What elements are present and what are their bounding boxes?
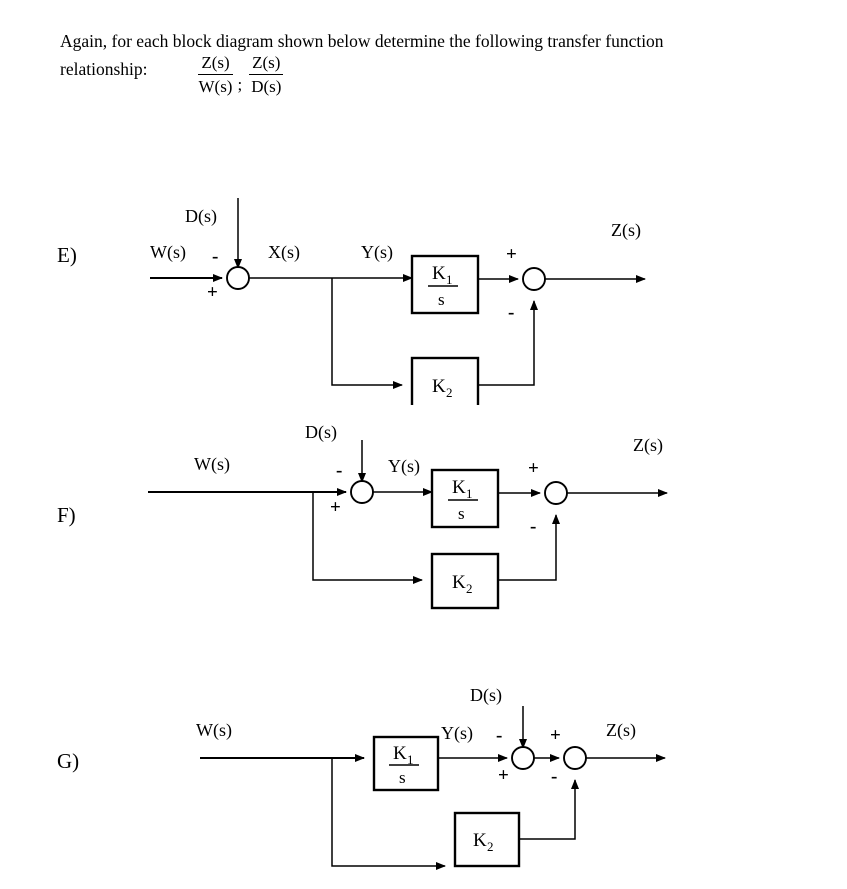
signal-label-z-g: Z(s) <box>606 720 636 741</box>
block-k1-over-s-f <box>430 468 500 529</box>
signal-label-w-e: W(s) <box>150 242 186 263</box>
block-k1-subscript-g: 1 <box>407 752 414 767</box>
case-label-g: G) <box>57 749 79 773</box>
junction-1-sign-bottom-f: + <box>330 497 341 518</box>
block-k1-over-s-g <box>372 735 440 792</box>
summing-junction-1-g <box>511 746 535 770</box>
ratio-z-over-d: Z(s) D(s) <box>248 52 284 97</box>
summing-junction-2-g <box>563 746 587 770</box>
junction-1-sign-top-e: - <box>212 246 218 267</box>
branch-wire-to-k2-e <box>331 278 403 389</box>
block-k2-subscript-f: 2 <box>466 581 473 596</box>
signal-label-d-g: D(s) <box>470 685 502 706</box>
block-k2-f <box>430 552 500 610</box>
branch-wire-to-k2-f <box>312 492 423 584</box>
junction-1-sign-bottom-e: + <box>207 282 218 303</box>
signal-label-x-e: X(s) <box>268 242 300 263</box>
signal-label-z-e: Z(s) <box>611 220 641 241</box>
feedback-wire-k2-g <box>519 779 579 840</box>
block-diagram-f: F) W(s) D(s) - + Y(s) K 1 s K <box>0 418 847 623</box>
junction-1-sign-bottom-g: + <box>498 765 509 786</box>
signal-label-d-e: D(s) <box>185 206 217 227</box>
branch-wire-to-k2-g <box>331 758 446 870</box>
signal-label-y-e: Y(s) <box>361 242 393 263</box>
junction-2-sign-top-f: + <box>528 458 539 479</box>
junction-2-sign-top-g: + <box>550 725 561 746</box>
block-k2-e <box>410 356 480 405</box>
signal-label-y-g: Y(s) <box>441 723 473 744</box>
block-k2-label-e: K <box>432 376 446 397</box>
ratio-z-over-w-denominator: W(s) <box>198 77 233 96</box>
signal-label-d-f: D(s) <box>305 422 337 443</box>
summing-junction-1-e <box>226 266 250 290</box>
block-k1-over-s-e <box>410 254 480 315</box>
junction-2-sign-bottom-f: - <box>530 516 536 537</box>
ratio-separator: ; <box>237 75 243 94</box>
signal-label-z-f: Z(s) <box>633 435 663 456</box>
intro-line-1: Again, for each block diagram shown belo… <box>60 31 664 51</box>
block-k2-label-g: K <box>473 830 487 851</box>
summing-junction-2-f <box>544 481 568 505</box>
junction-1-sign-top-g: - <box>496 725 502 746</box>
junction-2-sign-top-e: + <box>506 244 517 265</box>
block-diagram-e: E) W(s) D(s) - + X(s) Y(s) K 1 s <box>0 190 847 405</box>
block-k1-denominator-g: s <box>399 768 406 787</box>
junction-2-sign-bottom-g: - <box>551 766 557 787</box>
block-k1-label-e: K <box>432 263 446 284</box>
intro-line-2: relationship: <box>60 59 148 79</box>
case-label-e: E) <box>57 243 77 267</box>
feedback-wire-k2-e <box>478 300 538 386</box>
summing-junction-2-e <box>522 267 546 291</box>
block-k2-subscript-e: 2 <box>446 385 453 400</box>
junction-1-sign-top-f: - <box>336 460 342 481</box>
ratio-z-over-d-denominator: D(s) <box>251 77 282 96</box>
block-k2-label-f: K <box>452 572 466 593</box>
block-k1-denominator-e: s <box>438 290 445 309</box>
block-diagram-g: G) W(s) K 1 s Y(s) D(s) - + <box>0 668 847 889</box>
ratio-z-over-d-numerator: Z(s) <box>249 52 284 75</box>
summing-junction-1-f <box>350 480 374 504</box>
feedback-wire-k2-f <box>498 514 560 581</box>
block-k1-subscript-e: 1 <box>446 272 453 287</box>
block-k2-g <box>453 811 521 868</box>
block-k2-subscript-g: 2 <box>487 839 494 854</box>
signal-label-y-f: Y(s) <box>388 456 420 477</box>
transfer-function-ratios: Z(s) W(s) ; Z(s) D(s) <box>195 52 284 97</box>
block-k1-label-f: K <box>452 477 466 498</box>
case-label-f: F) <box>57 503 76 527</box>
junction-2-sign-bottom-e: - <box>508 302 514 323</box>
ratio-z-over-w: Z(s) W(s) <box>195 52 235 97</box>
ratio-z-over-w-numerator: Z(s) <box>198 52 233 75</box>
signal-label-w-g: W(s) <box>196 720 232 741</box>
signal-label-w-f: W(s) <box>194 454 230 475</box>
block-k1-label-g: K <box>393 743 407 764</box>
block-k1-denominator-f: s <box>458 504 465 523</box>
intro-block: Again, for each block diagram shown belo… <box>60 28 800 97</box>
intro-line-2-row: relationship: Z(s) W(s) ; Z(s) D(s) <box>60 52 800 97</box>
block-k1-subscript-f: 1 <box>466 486 473 501</box>
